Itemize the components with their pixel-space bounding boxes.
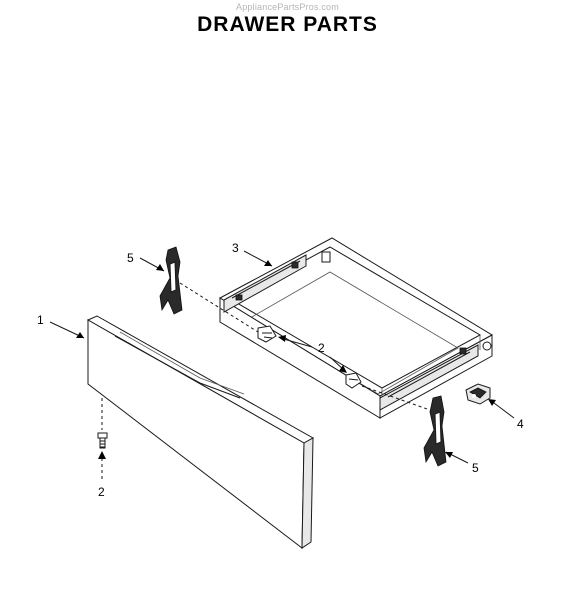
screw-bottom (97, 432, 108, 449)
slide-bracket-right (423, 395, 447, 467)
drawer-front-panel (86, 315, 315, 549)
drawer-stop-clip (465, 383, 491, 405)
callout-5-lower: 5 (472, 461, 479, 475)
rail-slot (459, 347, 467, 355)
callout-3: 3 (232, 241, 239, 255)
callout-labels: 5 3 1 2 4 5 2 (37, 241, 524, 499)
callout-2-lower: 2 (98, 485, 105, 499)
callout-5-upper: 5 (127, 251, 134, 265)
callout-1: 1 (37, 313, 44, 327)
slide-bracket-left (159, 246, 183, 315)
watermark: AppliancePartsPros.com (236, 2, 339, 12)
page-title: DRAWER PARTS (197, 13, 378, 36)
rail-slot (291, 261, 299, 269)
screw-middle (345, 372, 362, 389)
leader-lines (49, 250, 515, 480)
screw-upper (257, 325, 277, 343)
callout-2-upper: 2 (318, 341, 325, 355)
callout-4: 4 (517, 417, 524, 431)
rail-slot (235, 294, 243, 301)
